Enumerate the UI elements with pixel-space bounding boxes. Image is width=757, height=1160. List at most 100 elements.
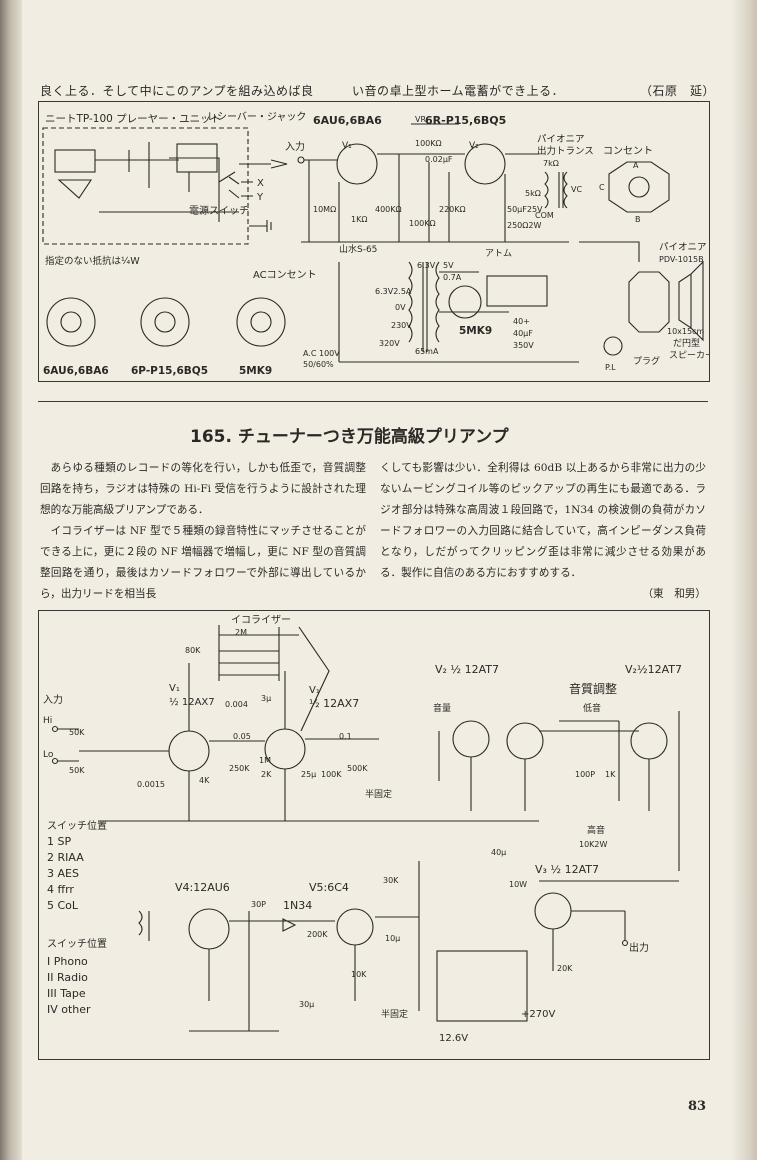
com-label: COM: [535, 211, 554, 220]
switch-position-label: スイッチ位置: [47, 819, 107, 832]
val-10k2w: 10K2W: [579, 840, 608, 849]
input-jack: [297, 156, 305, 164]
player-unit-box: [42, 127, 249, 245]
pin-a-label: A: [633, 161, 639, 170]
pl-label: P.L: [605, 363, 616, 372]
tone-wiring: [438, 711, 680, 871]
page-number: 83: [688, 1099, 707, 1114]
section-title: 165. チューナーつき万能高級プリアンプ: [190, 427, 509, 447]
v2-label: V₂: [469, 141, 479, 151]
switch-lines: [228, 176, 253, 199]
pin-x: X: [257, 178, 264, 189]
val-63v-b: 6.3V2.5A: [375, 287, 412, 296]
jack-box: [176, 143, 218, 173]
tube-v2b: [630, 722, 668, 760]
tube-v5: [336, 908, 374, 946]
speaker-socket: [579, 241, 670, 333]
sansui-label: 山水S-65: [339, 243, 377, 255]
sw2-1: I Phono: [47, 955, 88, 968]
v1b-label: V₁: [309, 685, 320, 696]
val-10k: 10K: [351, 970, 367, 979]
power-transformer: [338, 261, 579, 363]
jack-plug: [239, 159, 288, 169]
val-0004: 0.004: [225, 700, 248, 709]
player-unit-label: ニートTP-100 プレーヤー・ユニット: [45, 113, 221, 125]
tuner-wiring: [138, 861, 420, 1032]
val-30u: 30μ: [299, 1000, 314, 1009]
val-1m: 1M: [259, 756, 271, 765]
sw-4: 4 ffrr: [47, 883, 74, 896]
val-20k: 20K: [557, 964, 573, 973]
val-01: 0.1: [339, 732, 352, 741]
input-hi-jack: [51, 725, 59, 733]
tube-v3: [534, 892, 572, 930]
ac-plug-top: [249, 220, 272, 232]
speaker-symbol: [678, 260, 704, 342]
pinout-label-c: 5MK9: [239, 365, 272, 377]
ac-freq-label: 50/60%: [303, 360, 334, 369]
val-25u: 25μ: [301, 770, 316, 779]
val-50k: 50K: [69, 728, 85, 737]
val-80k: 80K: [185, 646, 201, 655]
val-230v: 230V: [391, 321, 412, 330]
val-10w: 10W: [509, 880, 527, 889]
header-author: （石原 延）: [640, 84, 716, 98]
pin-b-label: B: [635, 215, 641, 224]
header-text-right: い音の卓上型ホーム電蓄ができ上る．: [352, 84, 565, 98]
concent-label: コンセント: [603, 145, 653, 157]
socket-center: [628, 176, 650, 198]
schematic-bottom-diagram: イコライザー 2M 80K 0.004 3μ 入力 Hi Lo 50K 50K …: [43, 614, 682, 1044]
val-350v: 350V: [513, 341, 534, 350]
val-50k-b: 50K: [69, 766, 85, 775]
hi-label: Hi: [43, 716, 52, 726]
fixed-label-2: 半固定: [381, 1008, 408, 1020]
v1a-type: ½ 12AX7: [169, 696, 215, 708]
diode-label: 1N34: [283, 899, 312, 912]
article-signature: （東 和男）: [642, 588, 706, 600]
v1b-type: ½ 12AX7: [309, 697, 359, 710]
text-column-left: あらゆる種類のレコードの等化を行い，しかも低歪で，音質調整回路を持ち，ラジオは特…: [40, 458, 366, 605]
header-text-left: 良く上る．そして中にこのアンプを組み込めば良: [40, 84, 314, 98]
cartridge-symbol: [54, 149, 96, 173]
vr-label: VR: [415, 115, 426, 124]
amp-input-label: 入力: [285, 140, 305, 153]
text-column-right: くしても影響は少い．全利得は 60dB 以上あるから非常に出力の少ないムービング…: [380, 458, 706, 605]
amp-wiring: [301, 153, 569, 243]
motor-symbol: [57, 179, 93, 199]
trans-value: 7kΩ: [543, 159, 559, 168]
atom-label: アトム: [485, 248, 512, 259]
sw-1: 1 SP: [47, 835, 71, 848]
val-250k: 250K: [229, 764, 250, 773]
val-5k: 5kΩ: [525, 189, 541, 198]
val-63v: 6.3V: [417, 261, 436, 270]
val-100k: 100KΩ: [415, 139, 442, 148]
equalizer-label: イコライザー: [231, 614, 291, 626]
pinout-label-b: 6P-P15,6BQ5: [131, 365, 208, 377]
val-40: 40+: [513, 317, 530, 326]
val-30k: 30K: [383, 876, 399, 885]
out-trans-label: 出力トランス: [537, 145, 594, 157]
schematic-top-diagram: ニートTP-100 プレーヤー・ユニット レシーバー・ジャック 電源スイッチ 指…: [42, 111, 714, 377]
val-100p: 100P: [575, 770, 595, 779]
page-edge: [731, 0, 757, 1160]
val-400k: 400KΩ: [375, 205, 402, 214]
tone-label: 音質調整: [569, 681, 617, 696]
pinout-label-a: 6AU6,6BA6: [43, 365, 109, 377]
player-wiring: [95, 142, 239, 222]
val-220k: 220KΩ: [439, 205, 466, 214]
equalizer-network: [218, 625, 330, 732]
pinout-5mk9: [236, 297, 286, 347]
book-spine-shadow: [0, 0, 22, 1160]
tube-title-1: 6AU6,6BA6: [313, 114, 382, 127]
v2b-label: V₂½12AT7: [625, 663, 682, 676]
vc-label: VC: [571, 185, 582, 194]
paragraph-2: イコライザーは NF 型で５種類の録音特性にマッチさせることができる上に，更に２…: [40, 525, 366, 600]
val-002: 0.02μF: [425, 155, 453, 164]
pioneer-trans-label: パイオニア: [537, 134, 585, 145]
val-005: 0.05: [233, 732, 251, 741]
switch-position-label-2: スイッチ位置: [47, 937, 107, 950]
v3-label: V₃ ½ 12AT7: [535, 863, 599, 876]
sw2-2: II Radio: [47, 971, 88, 984]
resistor-note: 指定のない抵抗は¼W: [45, 255, 140, 267]
